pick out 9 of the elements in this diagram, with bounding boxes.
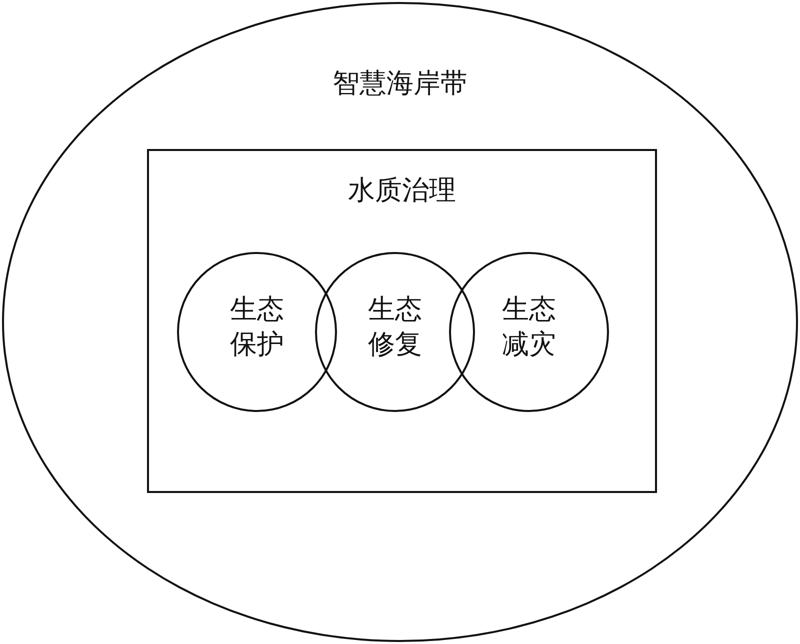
circle bbox=[177, 252, 337, 412]
circle bbox=[315, 252, 475, 412]
circle-label: 生态减灾 bbox=[501, 293, 557, 362]
region-title: 智慧海岸带 bbox=[332, 67, 468, 101]
region-title: 水质治理 bbox=[347, 174, 457, 208]
rectangle-region bbox=[147, 149, 657, 493]
circle bbox=[449, 252, 609, 412]
circle-label: 生态保护 bbox=[229, 293, 285, 362]
circle-label: 生态修复 bbox=[367, 293, 423, 362]
